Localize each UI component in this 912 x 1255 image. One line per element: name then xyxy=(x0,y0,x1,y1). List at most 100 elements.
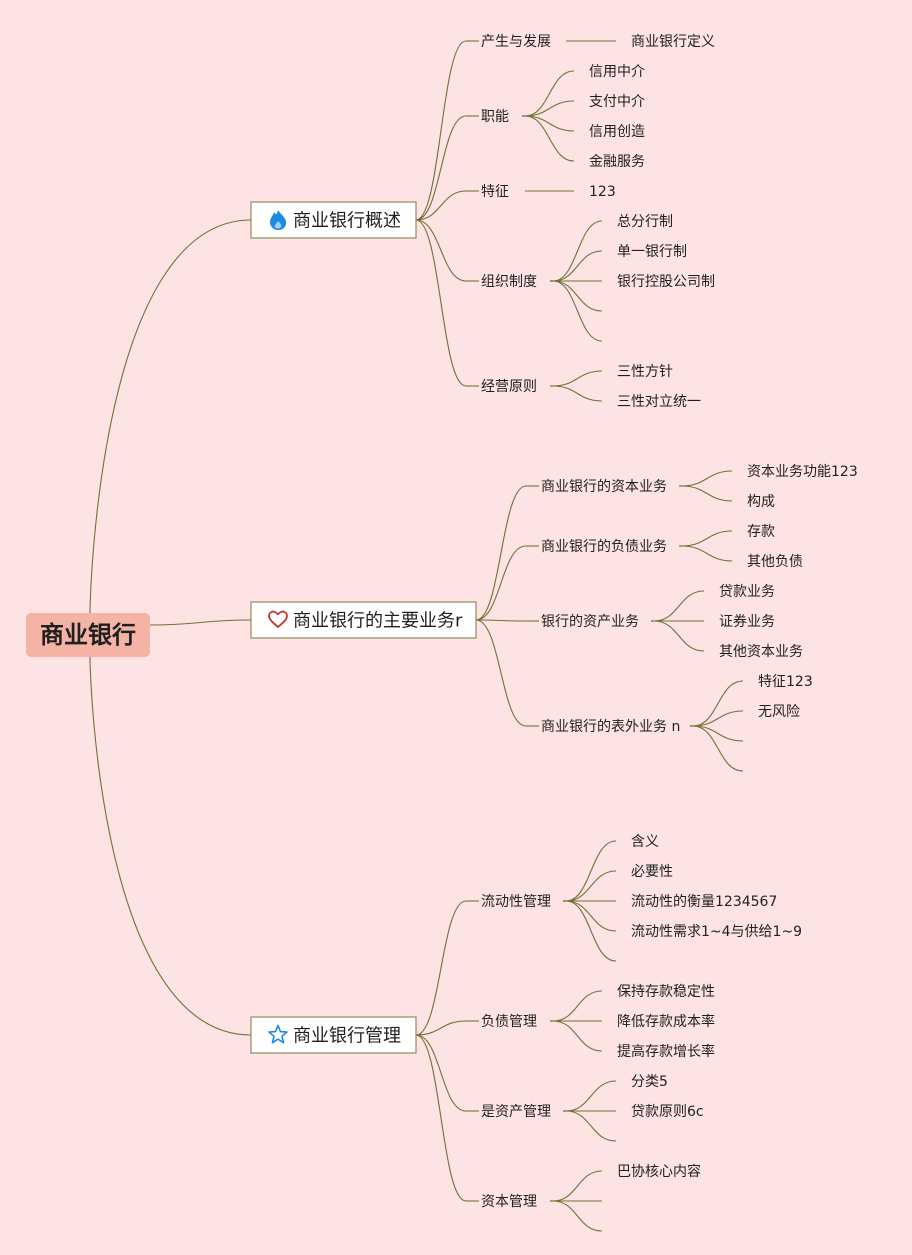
leaf-node[interactable]: 三性方针 xyxy=(617,364,673,380)
topic-node[interactable]: 特征 xyxy=(481,184,509,200)
leaf-node[interactable]: 总分行制 xyxy=(617,214,673,230)
leaf-link xyxy=(692,725,744,742)
leaf-node[interactable]: 信用中介 xyxy=(589,64,645,80)
branch-node-box xyxy=(250,601,477,639)
leaf-link xyxy=(681,470,733,487)
leaf-node[interactable]: 信用创造 xyxy=(589,124,645,140)
leaf-link xyxy=(565,900,617,962)
leaf-link xyxy=(692,725,744,772)
star-icon xyxy=(268,1024,288,1044)
leaf-link xyxy=(681,545,733,562)
leaf-node[interactable]: 其他负债 xyxy=(747,554,803,570)
branch-link xyxy=(475,485,527,621)
leaf-node[interactable]: 证券业务 xyxy=(719,614,775,630)
branch-link xyxy=(475,545,527,621)
leaf-link xyxy=(565,870,617,902)
leaf-node[interactable]: 提高存款增长率 xyxy=(617,1043,715,1060)
leaf-link xyxy=(653,590,705,622)
leaf-link xyxy=(692,680,744,727)
branch-node-label: 商业银行的主要业务r xyxy=(293,611,463,632)
topic-node[interactable]: 组织制度 xyxy=(481,274,537,290)
branch-node-3[interactable]: 商业银行管理 xyxy=(250,1016,417,1054)
leaf-node[interactable]: 资本业务功能123 xyxy=(747,464,858,480)
leaf-link xyxy=(565,840,617,902)
leaf-link xyxy=(681,485,733,502)
leaf-link xyxy=(565,900,617,932)
leaf-node[interactable]: 巴协核心内容 xyxy=(617,1163,701,1180)
branch-link xyxy=(415,1034,467,1202)
leaf-node[interactable]: 含义 xyxy=(631,834,659,850)
branch-node-2[interactable]: 商业银行的主要业务r xyxy=(250,601,477,639)
topic-node[interactable]: 商业银行的资本业务 xyxy=(541,479,667,495)
leaf-link xyxy=(552,280,603,312)
topic-node[interactable]: 商业银行的表外业务 n xyxy=(541,719,680,735)
leaf-node[interactable]: 123 xyxy=(589,184,616,200)
topic-node[interactable]: 银行的资产业务 xyxy=(541,614,639,630)
leaf-link xyxy=(681,530,733,547)
flame-icon xyxy=(270,210,287,230)
branch-link xyxy=(415,40,467,221)
root-link-2 xyxy=(89,656,252,1036)
branch-link xyxy=(475,619,527,727)
topic-node[interactable]: 商业银行的负债业务 xyxy=(541,539,667,555)
topic-node[interactable]: 职能 xyxy=(481,109,509,125)
root-node-box xyxy=(26,613,150,657)
leaf-link xyxy=(552,1200,603,1232)
leaf-node[interactable]: 无风险 xyxy=(758,704,800,720)
topic-node[interactable]: 是资产管理 xyxy=(481,1104,551,1120)
root-node[interactable]: 商业银行 xyxy=(26,613,150,657)
leaf-link xyxy=(552,385,603,402)
leaf-node[interactable]: 商业银行定义 xyxy=(631,34,715,50)
topic-node[interactable]: 资本管理 xyxy=(481,1194,537,1210)
leaf-node[interactable]: 支付中介 xyxy=(589,94,645,110)
leaf-node[interactable]: 其他资本业务 xyxy=(719,644,803,660)
leaf-link xyxy=(565,1110,617,1142)
leaf-node[interactable]: 必要性 xyxy=(631,864,673,880)
leaf-node[interactable]: 保持存款稳定性 xyxy=(617,984,715,1000)
leaf-node[interactable]: 流动性的衡量1234567 xyxy=(631,894,777,910)
topic-node[interactable]: 产生与发展 xyxy=(481,34,551,50)
leaf-link xyxy=(552,1020,603,1052)
topic-node[interactable]: 流动性管理 xyxy=(481,894,551,910)
branch-node-1[interactable]: 商业银行概述 xyxy=(250,201,417,239)
leaf-node[interactable]: 贷款原则6c xyxy=(631,1104,704,1120)
root-link-0 xyxy=(89,219,252,614)
branch-link xyxy=(415,115,467,221)
leaf-link xyxy=(692,710,744,727)
branch-node-label: 商业银行概述 xyxy=(293,211,401,232)
leaf-link xyxy=(524,100,575,117)
leaf-node[interactable]: 金融服务 xyxy=(589,154,645,170)
leaf-node[interactable]: 贷款业务 xyxy=(719,584,775,600)
leaf-link xyxy=(552,220,603,282)
leaf-link xyxy=(524,115,575,132)
leaf-link xyxy=(524,70,575,117)
leaf-node[interactable]: 降低存款成本率 xyxy=(617,1013,715,1030)
heart-icon xyxy=(268,610,288,629)
branch-link xyxy=(415,190,467,221)
leaf-node[interactable]: 流动性需求1~4与供给1~9 xyxy=(631,924,802,940)
branch-link xyxy=(415,900,467,1036)
leaf-link xyxy=(524,115,575,162)
leaf-node[interactable]: 构成 xyxy=(747,494,775,510)
leaf-node[interactable]: 分类5 xyxy=(631,1074,668,1090)
branch-node-box xyxy=(250,1016,417,1054)
leaf-link xyxy=(565,1080,617,1112)
leaf-link xyxy=(552,370,603,387)
topic-node[interactable]: 负债管理 xyxy=(481,1014,537,1030)
leaf-node[interactable]: 特征123 xyxy=(758,674,813,690)
leaf-node[interactable]: 三性对立统一 xyxy=(617,394,701,410)
leaf-link xyxy=(552,990,603,1022)
topic-node[interactable]: 经营原则 xyxy=(481,379,537,395)
leaf-node[interactable]: 存款 xyxy=(747,524,775,540)
leaf-link xyxy=(552,280,603,342)
leaf-link xyxy=(653,620,705,652)
root-link-1 xyxy=(149,619,252,626)
leaf-node[interactable]: 单一银行制 xyxy=(617,244,687,260)
branch-link xyxy=(415,219,467,387)
branch-node-label: 商业银行管理 xyxy=(293,1026,401,1047)
branch-link xyxy=(415,1020,467,1036)
leaf-link xyxy=(552,1170,603,1202)
leaf-node[interactable]: 银行控股公司制 xyxy=(617,274,715,290)
